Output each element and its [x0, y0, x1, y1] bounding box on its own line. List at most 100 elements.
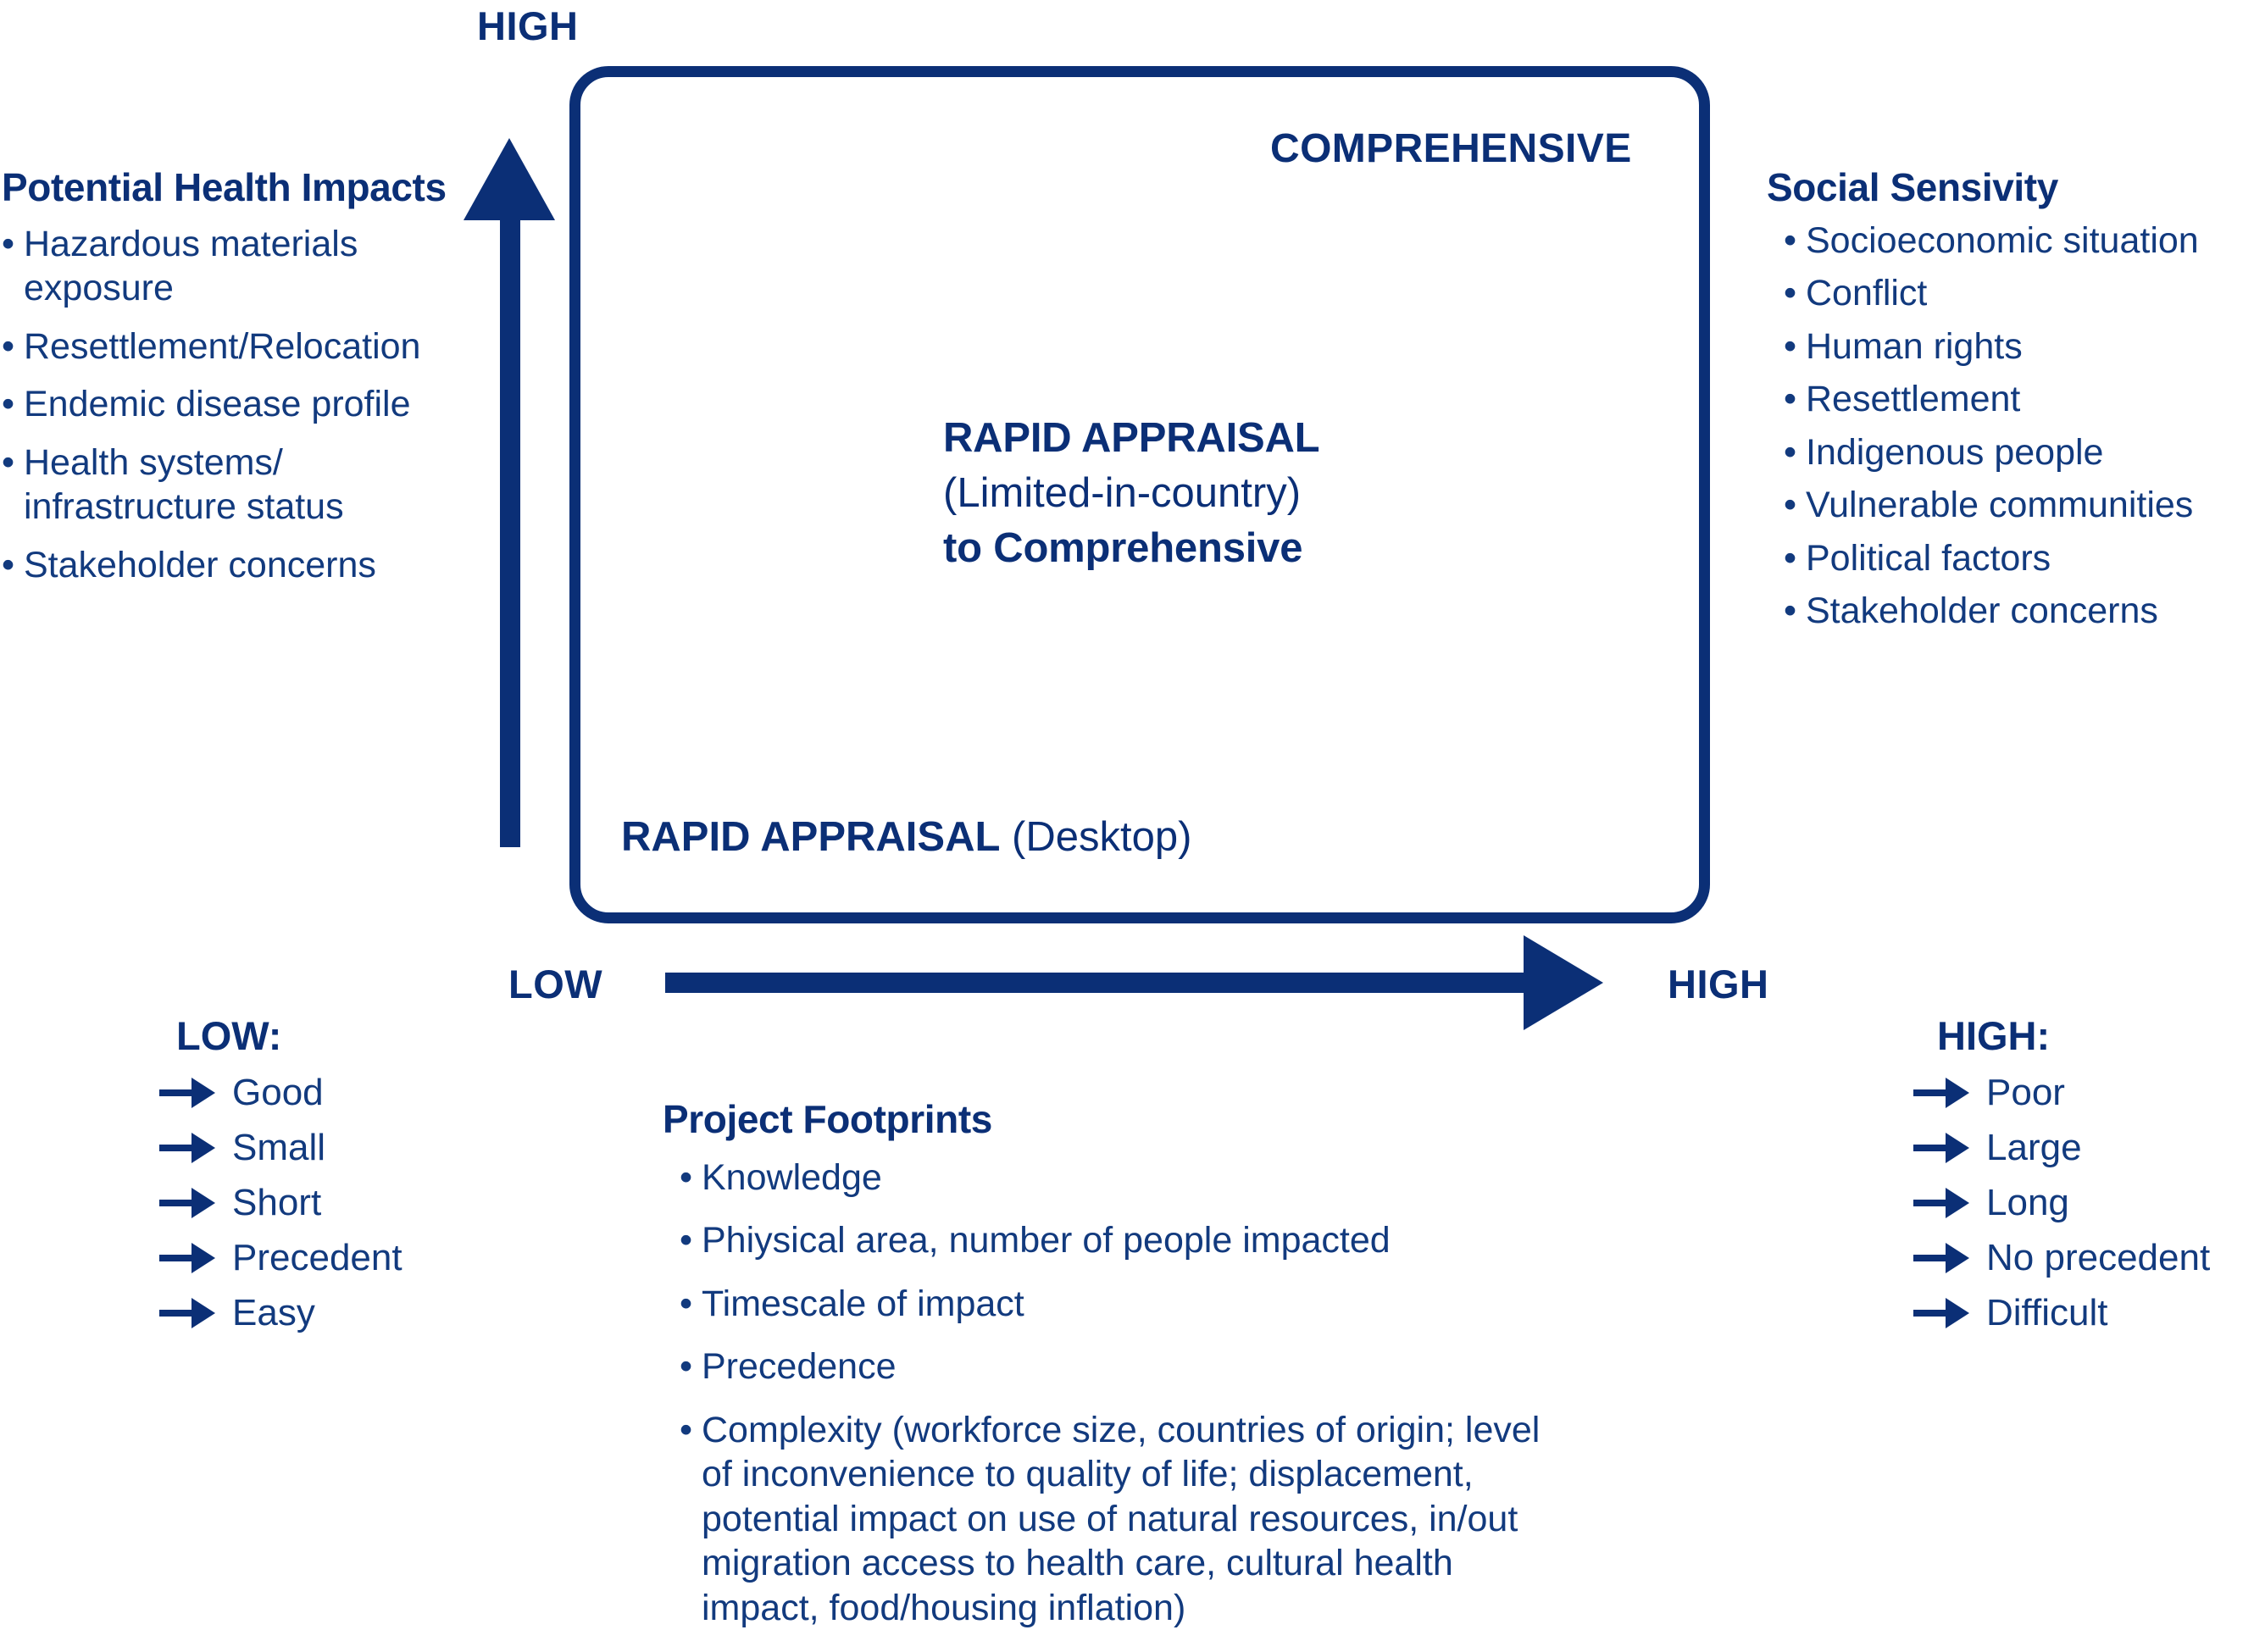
legend-item-label: Precedent: [232, 1237, 402, 1278]
matrix-label-center: RAPID APPRAISAL (Limited-in-country) to …: [943, 411, 1320, 576]
list-item: • Vulnerable communities: [1784, 483, 2254, 527]
list-item-label: Phiysical area, number of people impacte…: [702, 1220, 1391, 1261]
low-legend-title: LOW:: [176, 1013, 282, 1058]
bullet-icon: •: [680, 1409, 693, 1450]
list-item-label: Indigenous people: [1806, 431, 2104, 473]
legend-item-label: Long: [1986, 1182, 2069, 1223]
legend-item-label: Large: [1986, 1127, 2082, 1168]
bullet-icon: •: [680, 1283, 693, 1324]
x-axis-low-label: LOW: [508, 962, 603, 1006]
list-item-label: Socioeconomic situation: [1806, 220, 2199, 261]
legend-item: Good: [159, 1074, 402, 1111]
right-arrow-icon: [1913, 1294, 1974, 1332]
x-axis-arrow-icon: [665, 935, 1603, 1030]
legend-item: No precedent: [1913, 1239, 2210, 1277]
list-item: • Socioeconomic situation: [1784, 219, 2254, 263]
bullet-icon: •: [2, 384, 15, 425]
x-axis-high-label: HIGH: [1668, 962, 1769, 1006]
project-footprints-panel: Project Footprints • Knowledge • Phiysic…: [663, 1100, 1569, 1630]
bullet-icon: •: [2, 325, 15, 367]
legend-item-label: Short: [232, 1182, 322, 1223]
y-axis-arrow-icon: [464, 138, 555, 847]
legend-item: Large: [1913, 1129, 2210, 1167]
list-item-label: Vulnerable communities: [1806, 485, 2194, 526]
desktop-label-normal: (Desktop): [1012, 814, 1192, 860]
right-arrow-icon: [159, 1239, 220, 1277]
bullet-icon: •: [680, 1157, 693, 1198]
right-arrow-icon: [159, 1129, 220, 1167]
list-item: • Resettlement/Relocation: [2, 324, 476, 369]
list-item: • Health systems/ infrastructure status: [2, 441, 476, 529]
list-item: • Stakeholder concerns: [1784, 589, 2254, 633]
list-item: • Endemic disease profile: [2, 382, 476, 426]
legend-item: Precedent: [159, 1239, 402, 1277]
list-item-label: Resettlement/Relocation: [24, 325, 421, 367]
legend-item: Small: [159, 1129, 402, 1167]
assessment-matrix-box: [569, 66, 1710, 923]
potential-health-impacts-panel: Potential Health Impacts • Hazardous mat…: [2, 168, 476, 601]
bullet-icon: •: [680, 1346, 693, 1388]
legend-item: Easy: [159, 1294, 402, 1332]
legend-item: Poor: [1913, 1074, 2210, 1111]
bullet-icon: •: [2, 544, 15, 585]
bullet-icon: •: [1784, 537, 1797, 579]
list-item-label: Complexity (workforce size, countries of…: [702, 1409, 1541, 1628]
list-item: • Complexity (workforce size, countries …: [680, 1408, 1569, 1630]
list-item-label: Human rights: [1806, 325, 2023, 367]
list-item-label: Political factors: [1806, 537, 2051, 579]
y-axis-high-label: HIGH: [477, 3, 579, 48]
list-item: • Timescale of impact: [680, 1282, 1569, 1326]
list-item-label: Stakeholder concerns: [1806, 590, 2158, 632]
legend-item-label: Difficult: [1986, 1292, 2108, 1333]
right-arrow-icon: [1913, 1074, 1974, 1111]
bullet-icon: •: [2, 224, 15, 264]
list-item: • Phiysical area, number of people impac…: [680, 1218, 1569, 1262]
center-line-3: to Comprehensive: [943, 525, 1303, 572]
list-item: • Resettlement: [1784, 377, 2254, 421]
matrix-label-desktop: RAPID APPRAISAL (Desktop): [621, 813, 1191, 861]
right-arrow-icon: [159, 1294, 220, 1332]
list-item: • Precedence: [680, 1344, 1569, 1389]
bullet-icon: •: [1784, 379, 1797, 420]
legend-item-label: Small: [232, 1127, 326, 1168]
list-item-label: Hazardous materials exposure: [24, 224, 358, 309]
legend-item-label: Poor: [1986, 1072, 2065, 1113]
high-legend-column: HIGH: Poor Large Long No precedent: [1913, 1012, 2210, 1350]
bullet-icon: •: [1784, 220, 1797, 261]
legend-item-label: No precedent: [1986, 1237, 2211, 1278]
list-item-label: Resettlement: [1806, 379, 2021, 420]
legend-item: Difficult: [1913, 1294, 2210, 1332]
right-arrow-icon: [1913, 1239, 1974, 1277]
right-arrow-icon: [159, 1184, 220, 1222]
bullet-icon: •: [1784, 590, 1797, 632]
right-arrow-icon: [159, 1074, 220, 1111]
bullet-icon: •: [1784, 325, 1797, 367]
list-item-label: Stakeholder concerns: [24, 544, 376, 585]
list-item: • Hazardous materials exposure: [2, 222, 476, 311]
left-panel-title: Potential Health Impacts: [2, 165, 447, 209]
right-arrow-icon: [1913, 1184, 1974, 1222]
matrix-label-comprehensive: COMPREHENSIVE: [1270, 126, 1632, 171]
list-item-label: Timescale of impact: [702, 1283, 1024, 1324]
right-panel-title: Social Sensivity: [1767, 165, 2058, 209]
legend-item-label: Good: [232, 1072, 324, 1113]
list-item: • Knowledge: [680, 1156, 1569, 1200]
bullet-icon: •: [1784, 431, 1797, 473]
list-item: • Stakeholder concerns: [2, 543, 476, 587]
list-item-label: Knowledge: [702, 1157, 882, 1198]
list-item-label: Precedence: [702, 1346, 897, 1388]
center-line-2: (Limited-in-country): [943, 470, 1302, 517]
desktop-label-bold: RAPID APPRAISAL: [621, 814, 1001, 860]
list-item-label: Endemic disease profile: [24, 384, 411, 425]
list-item: • Political factors: [1784, 536, 2254, 580]
bullet-icon: •: [1784, 273, 1797, 314]
bullet-icon: •: [1784, 485, 1797, 526]
bullet-icon: •: [2, 441, 15, 483]
list-item: • Conflict: [1784, 271, 2254, 315]
legend-item-label: Easy: [232, 1292, 315, 1333]
list-item-label: Conflict: [1806, 273, 1928, 314]
right-arrow-icon: [1913, 1129, 1974, 1167]
legend-item: Long: [1913, 1184, 2210, 1222]
list-item-label: Health systems/ infrastructure status: [24, 441, 344, 528]
